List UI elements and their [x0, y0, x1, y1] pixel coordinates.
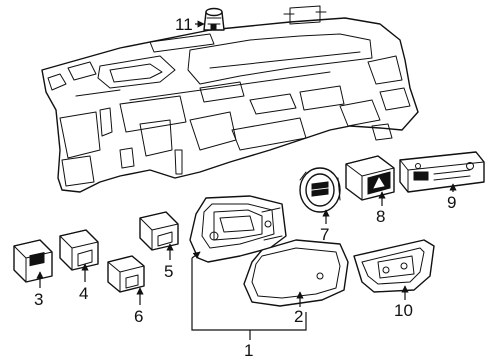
leader-lines [36, 20, 457, 340]
part-5-switch [139, 211, 179, 251]
callout-3: 3 [34, 290, 43, 309]
callout-11: 11 [175, 15, 193, 34]
callout-8: 8 [376, 207, 385, 226]
part-2-meter-lens [243, 239, 349, 307]
part-9-climate-panel [399, 151, 485, 193]
part-10-bezel [353, 239, 435, 293]
part-7-start-switch [299, 167, 341, 213]
callout-9: 9 [447, 193, 456, 212]
callout-10: 10 [394, 301, 413, 320]
instrument-panel [41, 5, 419, 193]
callout-7: 7 [320, 225, 329, 244]
callout-2: 2 [294, 307, 303, 326]
callout-1: 1 [244, 341, 253, 360]
part-6-switch [107, 255, 145, 293]
part-4-switch [59, 229, 99, 271]
callout-4: 4 [79, 284, 88, 303]
part-11-knob [203, 7, 225, 31]
callout-6: 6 [134, 307, 143, 326]
callout-5: 5 [164, 262, 173, 281]
part-3-switch [13, 239, 53, 283]
part-8-hazard-switch [345, 155, 395, 201]
